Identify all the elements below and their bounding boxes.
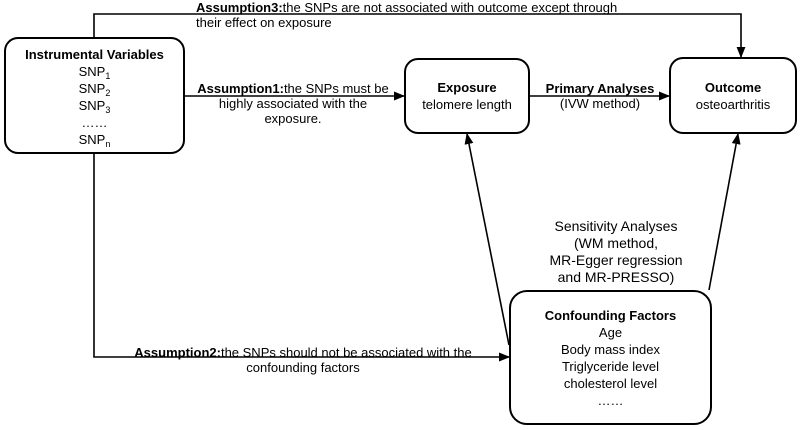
confounding-factors-box: Confounding Factors Age Body mass index … (509, 290, 712, 425)
assumption1-label: Assumption1:the SNPs must be highly asso… (197, 81, 389, 126)
confounding-to-outcome-arrow (708, 132, 741, 291)
snp-n: SNPn (78, 132, 111, 149)
snp-ellipsis: …… (81, 115, 108, 130)
confounding-item-triglyceride: Triglyceride level (561, 358, 660, 374)
assumption3-arrow (93, 13, 746, 59)
confounding-factors-title: Confounding Factors (544, 307, 677, 323)
outcome-title: Outcome (704, 79, 762, 95)
exposure-subtitle: telomere length (422, 97, 512, 112)
assumption2-label: Assumption2:the SNPs should not be assoc… (134, 345, 472, 375)
confounding-item-age: Age (598, 324, 623, 340)
confounding-item-bmi: Body mass index (561, 341, 660, 357)
assumption3-label: Assumption3:the SNPs are not associated … (196, 0, 618, 30)
confounding-to-exposure-arrow (464, 132, 510, 346)
instrumental-variables-box: Instrumental Variables SNP1 SNP2 SNP3 ……… (4, 37, 185, 154)
sensitivity-analyses-label: Sensitivity Analyses (WM method, MR-Egge… (549, 218, 683, 285)
outcome-box: Outcome osteoarthritis (669, 57, 797, 134)
assumption2-arrow (93, 154, 511, 362)
snp-2: SNP2 (78, 81, 111, 98)
snp-3: SNP3 (78, 98, 111, 115)
snp-1: SNP1 (78, 64, 111, 81)
confounding-item-ellipsis: …… (597, 392, 624, 408)
outcome-subtitle: osteoarthritis (695, 96, 771, 112)
instrumental-variables-title: Instrumental Variables (25, 47, 164, 62)
exposure-title: Exposure (437, 80, 497, 95)
confounding-item-cholesterol: cholesterol level (563, 375, 658, 391)
exposure-box: Exposure telomere length (404, 58, 530, 134)
primary-analyses-label: Primary Analyses (IVW method) (545, 81, 655, 111)
